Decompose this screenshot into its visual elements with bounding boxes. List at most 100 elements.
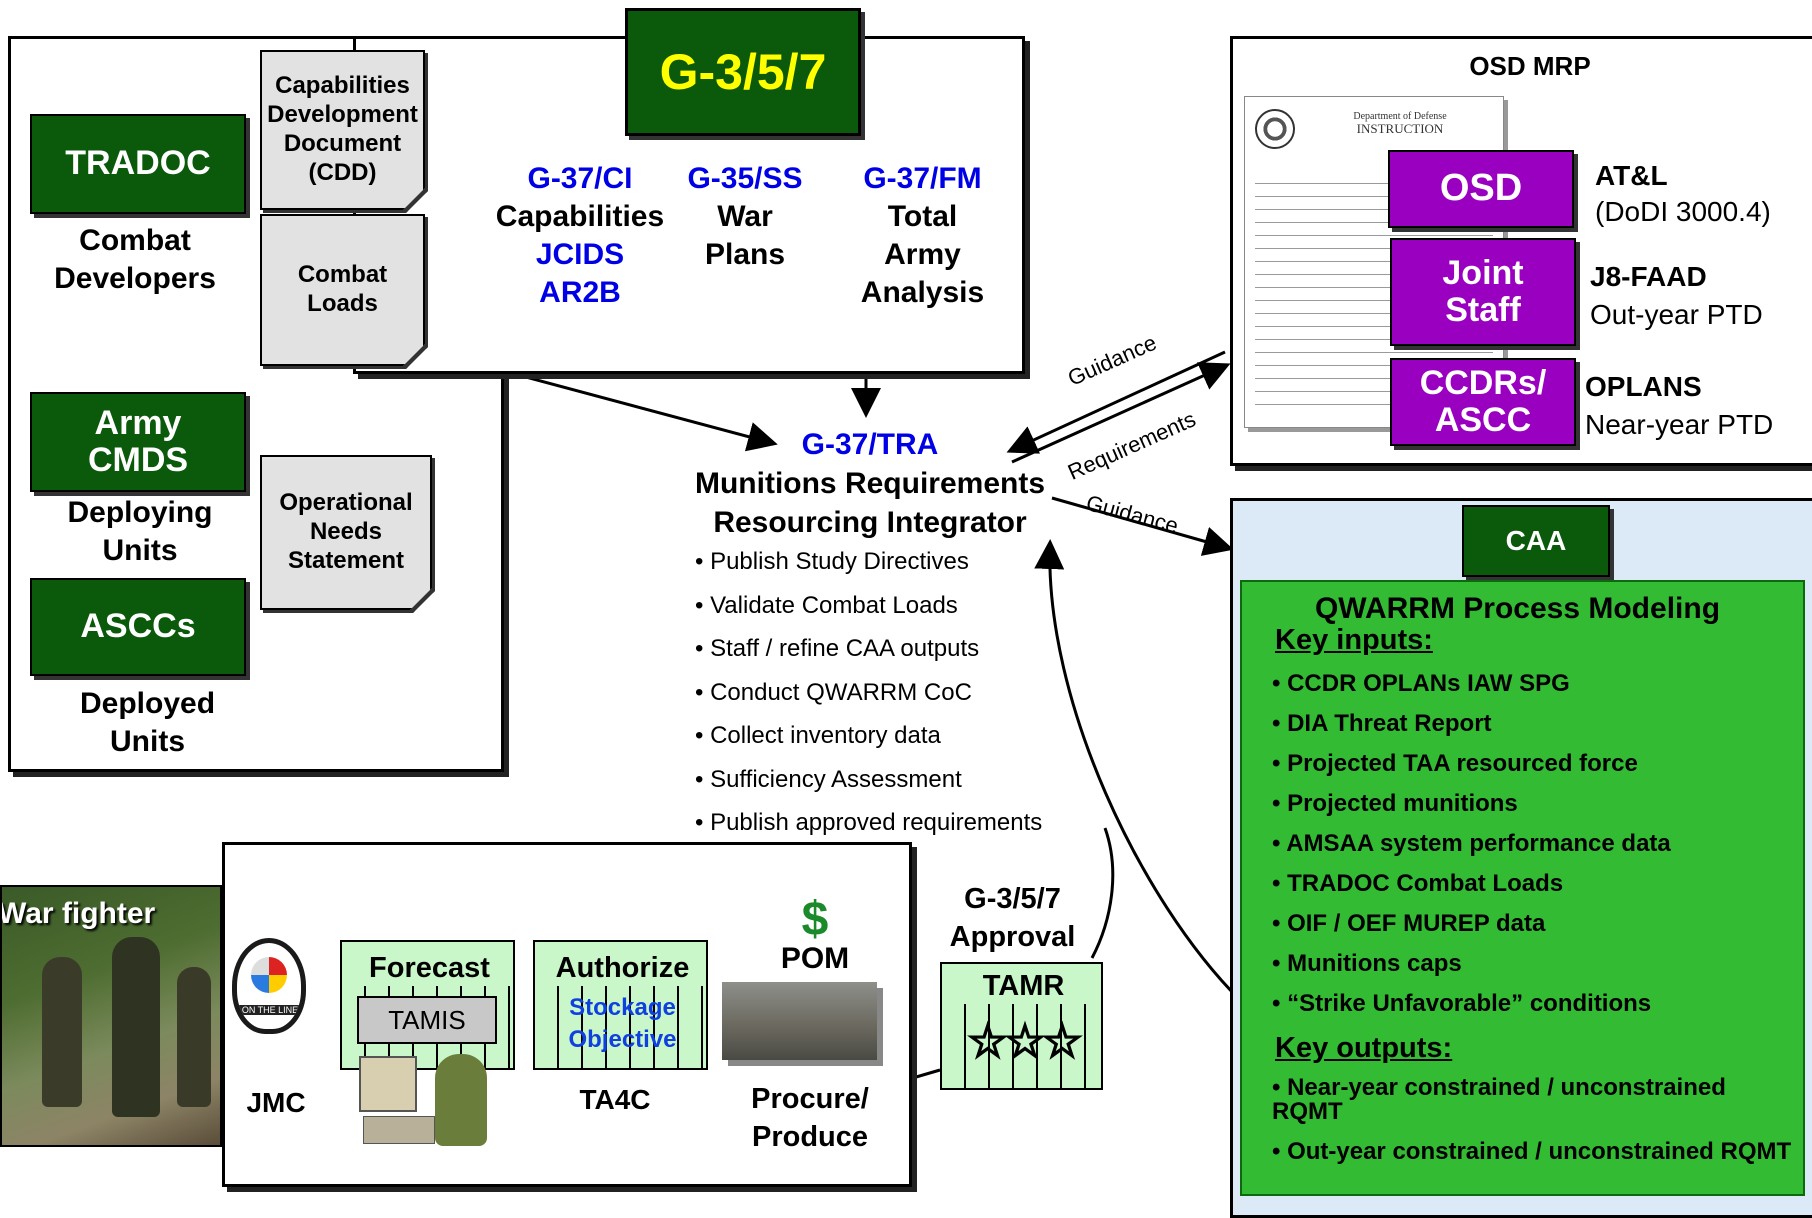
tra-to-caa-arrow: [1051, 496, 1234, 556]
tra-title-1: Munitions Requirements: [694, 467, 1046, 500]
tra-code: G-37/TRA: [801, 428, 939, 461]
ar2b-label: AR2B: [539, 276, 621, 309]
atl-label: AT&L (DoDI 3000.4): [1595, 158, 1771, 230]
key-outputs-block: Near-year constrained / unconstrained RQ…: [1272, 1076, 1792, 1164]
approval-line: Approval: [949, 921, 1076, 953]
war-fighter-photo: War fighter: [0, 885, 222, 1147]
loads-l1: Combat: [297, 261, 388, 289]
war-fighter-label: War fighter: [0, 897, 156, 930]
ta4c-label: TA4C: [579, 1084, 651, 1115]
bullet-item: Publish approved requirements: [695, 801, 1095, 845]
developers-line: Developers: [54, 262, 216, 295]
tra-title-2: Resourcing Integrator: [713, 506, 1027, 539]
stockage-line: Stockage: [569, 994, 676, 1021]
doc-header-2: INSTRUCTION: [1356, 121, 1444, 136]
deploying-line: Deploying: [67, 496, 213, 529]
output-item: Out-year constrained / unconstrained RQM…: [1272, 1140, 1792, 1164]
army-line: Army: [94, 403, 182, 442]
input-item: TRADOC Combat Loads: [1272, 864, 1792, 904]
osd-label: OSD: [1439, 167, 1523, 210]
oplans-line: OPLANS: [1585, 371, 1702, 402]
osd-box: OSD: [1388, 150, 1574, 228]
ons-l2: Needs: [309, 518, 383, 546]
ons-l3: Statement: [287, 546, 404, 574]
deployed-line: Deployed: [79, 687, 216, 720]
capabilities-label: Capabilities: [495, 200, 665, 233]
soldier-figure: [112, 937, 160, 1117]
input-item: DIA Threat Report: [1272, 704, 1792, 744]
approval-label: G-3/5/7 Approval: [940, 880, 1085, 956]
objective-line: Objective: [568, 1026, 677, 1053]
units-line-2: Units: [110, 725, 185, 758]
cdd-document: Capabilities Development Document (CDD): [260, 50, 425, 210]
stars-icon: ☆☆☆: [966, 1014, 1084, 1068]
caa-label: CAA: [1505, 524, 1567, 556]
bullet-item: Validate Combat Loads: [695, 584, 1095, 628]
g357-col-total-army: G-37/FM Total Army Analysis: [830, 160, 1015, 312]
total-label: Total: [887, 200, 958, 233]
forecast-label: Forecast: [369, 952, 490, 984]
pom-label: POM: [780, 942, 850, 975]
tamis-label: TAMIS: [388, 1004, 466, 1035]
tradoc-label: TRADOC: [65, 144, 211, 183]
war-label: War: [717, 200, 773, 233]
g357-col-capabilities: G-37/CI Capabilities JCIDS AR2B: [470, 160, 690, 312]
doc-header-1: Department of Defense: [1353, 111, 1447, 122]
combat-line: Combat: [79, 224, 191, 257]
bullet-item: Conduct QWARRM CoC: [695, 671, 1095, 715]
cdd-l3: Document: [283, 130, 402, 157]
analysis-label: Analysis: [860, 276, 985, 309]
nearyear-line: Near-year PTD: [1585, 409, 1774, 440]
soldier-figure: [177, 967, 211, 1107]
asccs-box: ASCCs: [30, 578, 246, 676]
j8-label: J8-FAAD Out-year PTD: [1590, 258, 1763, 334]
staff-line: Staff: [1445, 291, 1521, 329]
publish-to-approval-arrow: [1090, 827, 1115, 959]
osd-requirements-arrow: [1011, 362, 1231, 464]
cdd-l1: Capabilities: [275, 72, 410, 100]
army-cmds-box: Army CMDS: [30, 392, 246, 492]
qwarrm-title: QWARRM Process Modeling: [1314, 592, 1721, 625]
on-the-line-label: ON THE LINE: [237, 1005, 301, 1015]
tradoc-box: TRADOC: [30, 114, 246, 214]
person-icon: [435, 1054, 487, 1146]
bullet-item: Sufficiency Assessment: [695, 758, 1095, 802]
ons-document: Operational Needs Statement: [260, 455, 432, 610]
outyear-line: Out-year PTD: [1590, 299, 1763, 330]
osd-mrp-title: OSD MRP: [1469, 51, 1591, 81]
soldier-figure: [42, 957, 82, 1107]
ccdrs-ascc-box: CCDRs/ ASCC: [1390, 358, 1576, 446]
bullet-item: Collect inventory data: [695, 714, 1095, 758]
facility-photo: [722, 982, 877, 1060]
output-item: Near-year constrained / unconstrained RQ…: [1272, 1076, 1792, 1124]
combat-loads-document: Combat Loads: [260, 214, 425, 366]
dod-seal-icon: [1255, 109, 1295, 149]
key-outputs-label: Key outputs:: [1275, 1032, 1453, 1064]
joint-line: Joint: [1442, 253, 1524, 292]
g357-col-war-plans: G-35/SS War Plans: [660, 160, 830, 274]
ccdrs-line: CCDRs/: [1419, 363, 1547, 402]
ascc-line: ASCC: [1434, 401, 1532, 439]
jmc-emblem-icon: ON THE LINE: [232, 938, 306, 1034]
cdd-l2: Development: [267, 101, 418, 129]
cdd-l4: (CDD): [308, 158, 377, 186]
caa-box: CAA: [1462, 505, 1610, 577]
g357-title: G-3/5/7: [659, 43, 827, 100]
tamis-box: TAMIS: [357, 996, 497, 1044]
oplans-label: OPLANS Near-year PTD: [1585, 368, 1773, 444]
computer-user-illustration: [353, 1050, 498, 1150]
tamr-label: TAMR: [982, 970, 1065, 1002]
dodi-line: (DoDI 3000.4): [1595, 196, 1771, 227]
dollar-icon: $: [801, 893, 829, 946]
tamr-ledger: TAMR ☆☆☆: [940, 962, 1103, 1090]
input-item: “Strike Unfavorable” conditions: [1272, 984, 1792, 1024]
j8-line: J8-FAAD: [1590, 261, 1707, 292]
loads-l2: Loads: [307, 290, 378, 317]
procure-produce-label: Procure/ Produce: [735, 1080, 885, 1156]
g35ss-code: G-35/SS: [687, 162, 803, 195]
input-item: Projected TAA resourced force: [1272, 744, 1792, 784]
army-label: Army: [884, 238, 961, 271]
input-item: AMSAA system performance data: [1272, 824, 1792, 864]
key-inputs-label: Key inputs:: [1275, 624, 1433, 656]
ons-l1: Operational: [279, 489, 413, 517]
